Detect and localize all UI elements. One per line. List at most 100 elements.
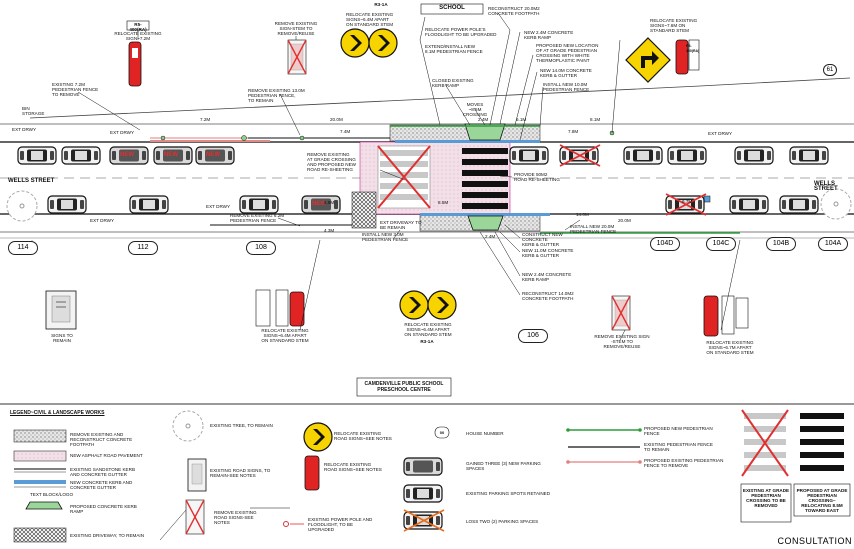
label-new-kerb-ramp: NEW 2.4m CONCRETE KERB RAMP [524,30,574,40]
legend-tree: EXISTING TREE, TO REMAIN [210,423,273,428]
legend-crossing-proposed [800,413,844,471]
dim-11: 20.0m [618,218,631,223]
label-install-fence-30: INSTALL NEW 3.0m PEDESTRIAN FENCE [362,232,409,242]
legend-parking-retained: EXISTING PARKING SPOTS RETAINED [466,491,551,496]
dim-6: 6.1m [516,117,527,122]
house-number-104b: 104B [766,237,796,251]
label-ext-drwy-2: EXT DRWY [110,130,135,135]
label-remove-crossing: REMOVE EXISTING AT GRADE CROSSING AND PR… [307,152,357,172]
label-relocate-bottom-right: RELOCATE EXISTING SIGNS~6.7m APART ON ST… [706,340,754,355]
legend-house-sample: 00 [439,430,445,435]
label-install-fence-20: INSTALL NEW 20.0m PEDESTRIAN FENCE [570,224,617,234]
legend-footpath: REMOVE EXISTING AND RECONSTRUCT CONCRETE… [70,432,133,447]
dim-10: 14.0m [576,212,589,217]
label-relocate-power: RELOCATE POWER POLE'S FLOODLIGHT TO BE U… [425,27,497,37]
footer-consultation: CONSULTATION [777,536,852,546]
legend-lost-parking: LOSS TWO (2) PARKING SPACES [466,519,539,524]
label-reconstruct-14: RECONSTRUCT 14.0m2 CONCRETE FOOTPATH [522,291,574,301]
chevron-signs-top [340,28,398,58]
dim-13: 8.5m [438,200,449,205]
legend-relocate-signs-2: RELOCATE EXISTING ROAD SIGNS~SEE NOTES [324,462,382,472]
legend-power-pole: EXISTING POWER POLE AND FLOODLIGHT, TO B… [308,517,373,532]
signs-relocate-bottom-left [255,289,305,327]
legend-crossing-proposed-label: PROPOSED AT GRADE PEDESTRIAN CROSSING~ R… [796,488,848,513]
lost-parking-bottom [665,193,707,216]
new-parking-3: NEW [206,152,220,158]
signs-to-remain [45,290,77,330]
dim-7: 8.1m [590,117,601,122]
label-ext-drwy-4: EXT DRWY [90,218,115,223]
legend-remove-signs: REMOVE EXISTING ROAD SIGNS-SEE NOTES [214,510,257,525]
label-ext-drwy-1: EXT DRWY [12,127,37,132]
house-number-106: 106 [518,329,548,343]
label-relocate-bottom-mid: RELOCATE EXISTING SIGNS~6.4m APART ON ST… [404,322,452,337]
label-relocate-signs-top: RELOCATE EXISTING SIGNS~6.4m APART ON ST… [346,12,394,27]
footpath-reconstruct-top [389,124,541,142]
label-relocate-signs-right: RELOCATE EXISTING SIGNS~7.6m ON STANDARD… [650,18,698,33]
dim-1: 7.2m [200,117,211,122]
legend-gained-parking: GAINED THREE (3) NEW PARKING SPACES [466,461,541,471]
label-new-ramp-24: NEW 2.4m CONCRETE KERB RAMP [522,272,572,282]
dim-2: 20.0m [330,117,343,122]
label-bin-storage: BIN STORAGE [22,106,45,116]
dim-12: 6.7m [682,199,693,204]
label-install-fence-10: INSTALL NEW 10.0m PEDESTRIAN FENCE [543,82,590,92]
house-number-104c: 104C [706,237,736,251]
label-remove-fence-13: REMOVE EXISTING 13.0m PEDESTRIAN FENCE, … [248,88,305,103]
sign-code-r5-400-top: R5-400(RA) [129,22,147,32]
sign-code-r5-400-right: R5-400(RA) [686,44,700,53]
house-number-114: 114 [8,241,38,255]
label-signs-remain: SIGNS TO REMAIN [51,333,73,343]
new-parking-1: NEW [120,152,134,158]
label-existing-fence-remove: EXISTING 7.2m PEDESTRIAN FENCE TO REMOVE [52,82,99,97]
existing-crossing-removed [377,145,431,209]
legend-house-number: HOUSE NUMBER [466,431,504,436]
sign-r5-400-top [126,20,150,87]
house-number-104a: 104A [818,237,848,251]
house-number-112: 112 [128,241,158,255]
dim-4: 2.4m [478,117,489,122]
legend-fence-remain: EXISTING PEDESTRIAN FENCE TO REMAIN [644,442,713,452]
label-remove-fence-62: REMOVE EXISTING 6.2m PEDESTRIAN FENCE [230,213,285,223]
house-number-108: 108 [246,241,276,255]
legend-fence-remove: PROPOSED EXISTING PEDESTRIAN FENCE TO RE… [644,458,724,468]
dim-14: 4.8m [324,200,335,205]
dim-3: 7.4m [340,129,351,134]
label-reconstruct-20: RECONSTRUCT 20.0m2 CONCRETE FOOTPATH [488,6,540,16]
dim-8: 4.3m [324,228,335,233]
label-remove-stem-bottom: REMOVE EXISTING SIGN -STEM TO REMOVE/REU… [594,334,650,349]
label-ext-driveway: EXT DRIVEWAY TO BE REMAIN [380,220,422,230]
dim-5: 7.8m [568,129,579,134]
legend-sandstone: EXISTING SANDSTONE KERB AND CONCRETE GUT… [70,467,136,477]
label-ext-drwy-3: EXT DRWY [708,131,733,136]
legend-text-block: TEXT BLOCK/LOGO [30,492,74,497]
label-moves: MOVES ~8.5m CROSSING [462,102,488,117]
label-provide-50: PROVIDE 50m2 ROAD RE-SHEETING [514,172,560,182]
legend-signs-remain: EXISTING ROAD SIGNS, TO REMAIN-SEE NOTES [210,468,271,478]
driveway-existing [351,191,377,229]
lost-parking-top [559,144,601,167]
sign-turn-right [625,37,700,83]
label-relocate-r5: RELOCATE EXISTING SIGN~7.2m [114,31,162,41]
proposed-crossing [462,148,508,209]
label-closed-ramp: CLOSED EXISTING KERB RAMP [432,78,474,88]
legend-crossing-existing-label: EXISTING AT GRADE PEDESTRIAN CROSSING TO… [742,488,790,508]
legend-title: LEGEND~CIVIL & LANDSCAPE WORKS [10,410,105,416]
sign-remove-top-left [287,39,307,75]
chevron-signs-bottom [399,290,457,320]
house-number-61: 61 [823,64,837,76]
label-remove-stem-top: REMOVE EXISTING SIGN-STEM TO REMOVE/REUS… [274,21,318,36]
street-name-left: WELLS STREET [8,178,55,184]
school-name: CAMDENVILLE PUBLIC SCHOOL PRESCHOOL CENT… [364,381,444,393]
new-parking-2: NEW [164,152,178,158]
sign-remove-bottom-right [611,295,631,331]
new-parking-4: NEW [312,201,326,207]
sign-code-r3-1a-top: R3-1A [374,2,388,7]
legend-relocate-signs-1: RELOCATE EXISTING ROAD SIGNS~SEE NOTES [334,431,392,441]
house-number-104d: 104D [650,237,680,251]
label-construct-kerb: CONSTRUCT NEW CONCRETE KERB & GUTTER [522,232,563,247]
signs-relocate-bottom-right [703,295,749,337]
legend-asphalt: NEW ASPHALT ROAD PAVEMENT [70,453,143,458]
legend-crossing-existing [741,409,789,477]
